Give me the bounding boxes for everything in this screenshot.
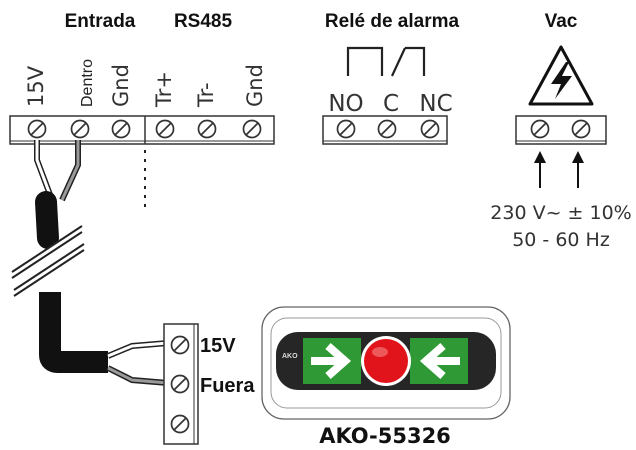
supply-frequency-label: 50 - 60 Hz: [512, 229, 610, 251]
device-screw-fuera[interactable]: [170, 374, 190, 394]
header-vac: Vac: [545, 11, 578, 32]
header-rele-alarma: Relé de alarma: [325, 11, 460, 32]
screw-terminal-15v[interactable]: [27, 119, 47, 139]
screw-terminal-nc[interactable]: [420, 119, 440, 139]
relay-contact-symbol: [346, 46, 426, 77]
cable-break-symbol: [11, 225, 85, 297]
relay-label-nc: NC: [419, 91, 452, 117]
screw-terminal-tr-plus[interactable]: [155, 119, 175, 139]
pin-label-tr-minus: Tr-: [194, 82, 218, 108]
screw-terminal-gnd-1[interactable]: [111, 119, 131, 139]
device-brand-logo: AKO: [282, 353, 298, 360]
relay-label-no: NO: [328, 91, 363, 117]
pin-label-15v: 15V: [24, 65, 48, 107]
supply-arrow-right-icon: [572, 151, 584, 188]
screw-terminal-tr-minus[interactable]: [197, 119, 217, 139]
alarm-button-device: AKO: [261, 306, 511, 420]
header-rs485: RS485: [174, 11, 233, 32]
screw-terminal-no[interactable]: [336, 119, 356, 139]
high-voltage-warning-icon: [528, 45, 594, 106]
terminal-block-entrada-rs485: [9, 115, 275, 145]
device-model-label: AKO-55326: [319, 424, 451, 448]
arrow-left-icon: [419, 343, 460, 379]
relay-label-c: C: [383, 91, 399, 117]
cable-upper: [34, 140, 81, 249]
device-screw-3[interactable]: [170, 414, 190, 434]
device-terminal-label-fuera: Fuera: [200, 375, 255, 397]
screw-terminal-vac-l[interactable]: [530, 119, 550, 139]
pin-label-gnd-2: Gnd: [243, 64, 267, 107]
screw-terminal-c[interactable]: [377, 119, 397, 139]
screw-terminal-gnd-2[interactable]: [242, 119, 262, 139]
device-terminal-label-15v: 15V: [200, 335, 236, 357]
screw-terminal-vac-n[interactable]: [571, 119, 591, 139]
supply-arrow-left-icon: [534, 151, 546, 188]
arrow-right-icon: [311, 343, 352, 379]
pin-label-dentro: Dentro: [79, 59, 96, 107]
device-screw-15v[interactable]: [170, 335, 190, 355]
pin-label-tr-plus: Tr+: [152, 71, 176, 108]
pin-label-gnd-1: Gnd: [109, 64, 133, 107]
emergency-button[interactable]: [361, 336, 411, 386]
header-entrada: Entrada: [65, 11, 136, 32]
cable-lower: [39, 292, 169, 386]
supply-voltage-label: 230 V~ ± 10%: [490, 202, 631, 224]
terminal-block-vac: [515, 115, 607, 145]
screw-terminal-dentro[interactable]: [70, 119, 90, 139]
